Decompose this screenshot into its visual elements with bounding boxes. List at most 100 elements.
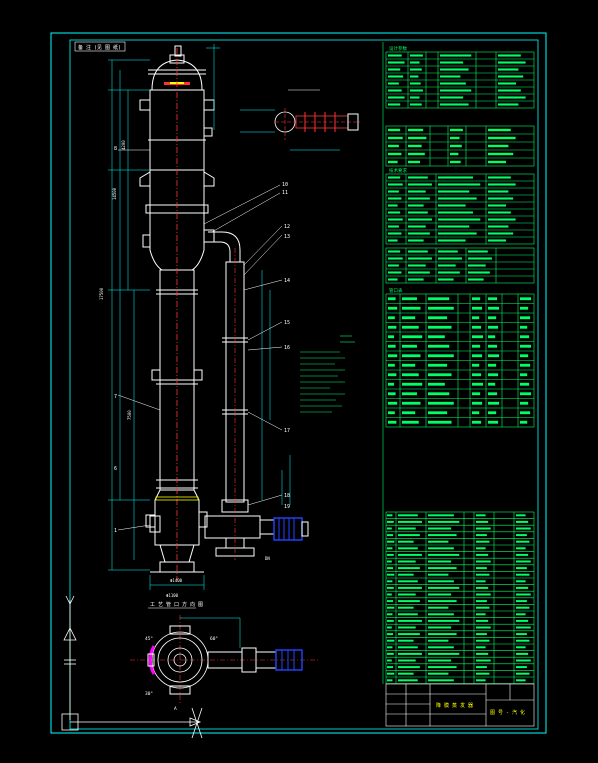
nozzle-cell-text xyxy=(472,325,482,329)
process-cell-text xyxy=(388,152,402,156)
design-cell-text xyxy=(410,103,422,106)
parts-cell-text xyxy=(516,613,526,616)
nozzle-cell-text xyxy=(488,363,497,367)
process-cell-text xyxy=(388,160,398,164)
process-cell-text xyxy=(450,152,459,156)
notes-cell-text xyxy=(388,197,402,200)
parts-cell-text xyxy=(387,547,393,550)
parts-cell-text xyxy=(398,527,416,530)
return-pipe xyxy=(204,231,275,557)
parts-cell-text xyxy=(428,580,454,583)
parts-cell-text xyxy=(398,613,418,616)
nozzle-cell-text xyxy=(428,363,448,367)
parts-cell-text xyxy=(516,553,529,556)
parts-cell-text xyxy=(398,534,420,537)
nozzle-cell-text xyxy=(520,382,530,386)
nozzle-cell-text xyxy=(388,335,394,339)
parts-cell-text xyxy=(476,553,489,556)
notes-cell-text xyxy=(488,183,516,186)
parts-cell-text xyxy=(387,646,393,649)
parts-cell-text xyxy=(428,600,457,603)
design-cell-text xyxy=(440,75,461,78)
nozzle-cell-text xyxy=(520,420,528,424)
nozzle-cell-text xyxy=(402,344,417,348)
nozzle-cell-text xyxy=(488,335,496,339)
parts-cell-text xyxy=(516,547,526,550)
mid-cell-text xyxy=(438,264,456,267)
design-cell-text xyxy=(440,96,464,99)
bottom-nozzle xyxy=(149,515,161,533)
nozzle-cell-text xyxy=(388,316,395,320)
parts-cell-text xyxy=(387,534,394,537)
nozzle-cell-text xyxy=(402,411,416,415)
parts-cell-text xyxy=(398,606,414,609)
parts-cell-text xyxy=(398,619,422,622)
parts-cell-text xyxy=(476,547,486,550)
parts-cell-text xyxy=(387,679,393,682)
nozzle-cell-text xyxy=(520,316,531,320)
parts-cell-text xyxy=(516,534,527,537)
design-cell-text xyxy=(388,61,405,64)
nozzle-cell-text xyxy=(520,306,529,310)
process-table xyxy=(385,125,535,167)
title-block xyxy=(385,683,535,727)
parts-cell-text xyxy=(476,567,487,570)
parts-cell-text xyxy=(398,586,422,589)
parts-cell-text xyxy=(476,679,486,682)
parts-cell-text xyxy=(428,626,452,629)
design-cell-text xyxy=(388,96,405,99)
parts-cell-text xyxy=(476,573,490,576)
design-cell-text xyxy=(388,54,402,57)
svg-text:Φ1100: Φ1100 xyxy=(166,593,179,598)
mid-cell-text xyxy=(408,278,424,281)
parts-cell-text xyxy=(387,633,394,636)
notes-cell-text xyxy=(388,190,399,193)
parts-cell-text xyxy=(516,540,530,543)
parts-cell-text xyxy=(387,573,395,576)
nozzle-cell-text xyxy=(428,325,452,329)
parts-cell-text xyxy=(398,573,414,576)
nozzle-cell-text xyxy=(388,411,395,415)
parts-cell-text xyxy=(476,580,486,583)
nozzle-cell-text xyxy=(388,420,397,424)
notes-cell-text xyxy=(388,218,403,221)
parts-cell-text xyxy=(387,553,394,556)
notes-cell-text xyxy=(438,204,466,207)
nozzle-cell-text xyxy=(402,335,423,339)
design-cell-text xyxy=(388,82,399,85)
parts-cell-text xyxy=(387,672,395,675)
parts-cell-text xyxy=(516,593,531,596)
nozzle-cell-text xyxy=(488,382,496,386)
parts-cell-text xyxy=(428,567,457,570)
parts-cell-text xyxy=(428,633,457,636)
notes-cell-text xyxy=(438,225,470,228)
design-cell-text xyxy=(388,103,401,106)
svg-text:60°: 60° xyxy=(210,636,218,642)
parts-cell-text xyxy=(398,540,414,543)
dimension-lines xyxy=(108,44,291,590)
notes-cell-text xyxy=(388,232,402,235)
mid-cell-text xyxy=(408,264,426,267)
design-cell-text xyxy=(440,68,469,71)
nozzle-cell-text xyxy=(428,306,454,310)
svg-text:10: 10 xyxy=(282,182,288,188)
design-cell-text xyxy=(440,89,472,92)
parts-cell-text xyxy=(387,593,392,596)
parts-cell-text xyxy=(476,633,487,636)
nozzle-cell-text xyxy=(402,392,417,396)
notes-cell-text xyxy=(408,211,428,214)
notes-cell-text xyxy=(408,239,424,242)
nozzle-cell-text xyxy=(428,411,448,415)
process-cell-text xyxy=(408,144,422,148)
process-cell-text xyxy=(408,152,425,156)
nozzle-cell-text xyxy=(388,325,397,329)
nozzle-cell-text xyxy=(428,401,454,405)
parts-cell-text xyxy=(516,652,529,655)
nozzle-cell-text xyxy=(488,316,497,320)
parts-cell-text xyxy=(398,553,422,556)
nozzle-cell-text xyxy=(520,297,532,301)
svg-text:16: 16 xyxy=(284,345,290,351)
mid-cell-text xyxy=(438,278,454,281)
design-cell-text xyxy=(440,61,464,64)
parts-cell-text xyxy=(428,679,454,682)
